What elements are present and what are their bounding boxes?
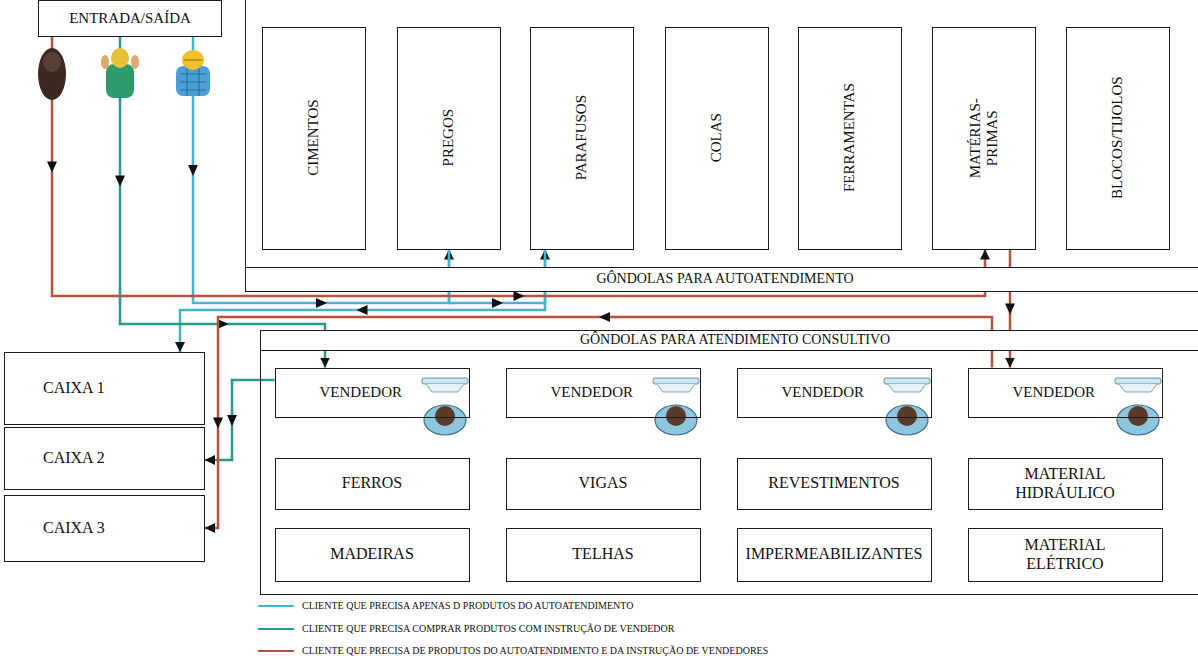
box-label: TELHAS [572, 545, 633, 563]
gondola-box: FERRAMENTAS [798, 27, 902, 250]
product-box: TELHAS [506, 528, 701, 582]
box-label: VENDEDOR [782, 384, 865, 401]
direction-arrow [599, 312, 610, 322]
seller-icon [422, 378, 468, 435]
legend-swatch [258, 650, 294, 653]
legend-swatch [258, 628, 294, 631]
customer-worker [176, 50, 210, 96]
seller-icon [1115, 378, 1161, 435]
box-label: MATERIAL ELÉTRICO [995, 536, 1135, 573]
direction-arrow [316, 298, 327, 308]
box-label: REVESTIMENTOS [768, 474, 899, 492]
gondola-box: CIMENTOS [262, 27, 366, 250]
product-box: MATERIAL HIDRÁULICO [968, 458, 1163, 510]
direction-arrow [492, 298, 503, 308]
box-label: CAIXA 2 [43, 449, 105, 467]
box-label: ENTRADA/SAÍDA [69, 10, 191, 27]
box-label: MADEIRAS [330, 545, 414, 563]
product-box: MATERIAL ELÉTRICO [968, 528, 1163, 582]
product-box: REVESTIMENTOS [737, 458, 932, 510]
seller-icon [884, 378, 930, 435]
box-label: PREGOS [440, 109, 457, 167]
seller-box: VENDEDOR [737, 368, 932, 418]
box-label: BLOCOS/TIJOLOS [1109, 77, 1126, 200]
gondola-box: PREGOS [397, 27, 501, 250]
box-label: VENDEDOR [1013, 384, 1096, 401]
gondola-box: MATÉRIAS-PRIMAS [932, 27, 1036, 250]
box-label: VENDEDOR [320, 384, 403, 401]
box-label: CAIXA 3 [43, 519, 105, 537]
box-label: VIGAS [579, 474, 628, 492]
box-label: MATERIAL HIDRÁULICO [995, 465, 1135, 502]
product-box: FERROS [275, 458, 470, 510]
legend-text: CLIENTE QUE PRECISA APENAS D PRODUTOS DO… [302, 600, 633, 612]
gondola-band: GÔNDOLAS PARA AUTOATENDIMENTO [246, 267, 1198, 291]
customer-path [193, 37, 449, 303]
gondola-box: BLOCOS/TIJOLOS [1066, 27, 1170, 250]
direction-arrow [227, 415, 237, 426]
direction-arrow [213, 418, 223, 429]
product-box: VIGAS [506, 458, 701, 510]
self-service-area: GÔNDOLAS PARA AUTOATENDIMENTO CIMENTOS PRE… [245, 0, 1198, 292]
checkout-box: CAIXA 3 [4, 495, 205, 562]
customer-green [101, 48, 139, 98]
band-label: GÔNDOLAS PARA AUTOATENDIMENTO [592, 271, 857, 287]
seller-box: VENDEDOR [275, 368, 470, 418]
direction-arrow [188, 165, 198, 176]
box-label: FERRAMENTAS [841, 84, 858, 193]
checkout-box: CAIXA 2 [4, 427, 205, 490]
customer-woman [38, 48, 66, 100]
legend-text: CLIENTE QUE PRECISA DE PRODUTOS DO AUTOA… [302, 645, 768, 657]
gondola-band: GÔNDOLAS PARA ATENDIMENTO CONSULTIVO [261, 331, 1198, 351]
gondola-box: PARAFUSOS [530, 27, 634, 250]
box-label: CIMENTOS [305, 100, 322, 176]
seller-box: VENDEDOR [968, 368, 1163, 418]
product-box: MADEIRAS [275, 528, 470, 582]
box-label: MATÉRIAS-PRIMAS [966, 88, 1001, 188]
customer-path [52, 37, 985, 296]
box-label: COLAS [708, 113, 725, 162]
box-label: VENDEDOR [551, 384, 634, 401]
checkout-box: CAIXA 1 [4, 352, 205, 425]
customer-path [205, 380, 275, 460]
box-label: PARAFUSOS [573, 95, 590, 180]
box-label: CAIXA 1 [43, 379, 105, 397]
legend-row: CLIENTE QUE PRECISA COMPRAR PRODUTOS COM… [258, 621, 674, 637]
direction-arrow [514, 291, 525, 301]
gondola-box: COLAS [665, 27, 769, 250]
seller-box: VENDEDOR [506, 368, 701, 418]
legend-swatch [258, 605, 294, 608]
product-box: IMPERMEABILIZANTES [737, 528, 932, 582]
direction-arrow [47, 162, 57, 173]
direction-arrow [115, 176, 125, 187]
box-label: IMPERMEABILIZANTES [746, 545, 923, 563]
entrance-box: ENTRADA/SAÍDA [38, 0, 222, 37]
box-label: FERROS [342, 474, 402, 492]
direction-arrow [357, 305, 368, 315]
consultive-area: GÔNDOLAS PARA ATENDIMENTO CONSULTIVO VEND… [260, 330, 1198, 595]
legend-row: CLIENTE QUE PRECISA APENAS D PRODUTOS DO… [258, 598, 633, 614]
direction-arrow [1005, 304, 1015, 315]
seller-icon [653, 378, 699, 435]
band-label: GÔNDOLAS PARA ATENDIMENTO CONSULTIVO [576, 332, 894, 348]
legend-text: CLIENTE QUE PRECISA COMPRAR PRODUTOS COM… [302, 623, 674, 635]
legend-row: CLIENTE QUE PRECISA DE PRODUTOS DO AUTOA… [258, 643, 768, 659]
